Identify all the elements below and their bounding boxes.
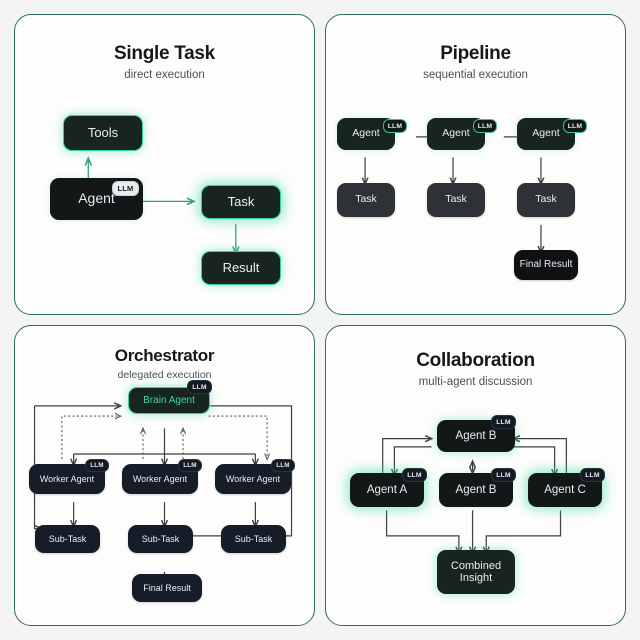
collaboration-subtitle: multi-agent discussion (418, 376, 533, 388)
pipeline-agent-2-label: Agent (442, 127, 470, 140)
card-single-task: Single Task direct execution Tools (14, 14, 315, 315)
pipeline-subtitle: sequential execution (423, 69, 528, 81)
llm-badge-agent: LLM (112, 181, 139, 196)
llm-badge-brain-agent-label: LLM (192, 383, 207, 391)
pipeline-task-2[interactable]: Task (427, 183, 485, 217)
llm-badge-worker-2: LLM (178, 459, 202, 472)
collab-agent-b-label: Agent B (455, 483, 497, 496)
pipeline-task-2-label: Task (445, 193, 467, 206)
orchestrator-subtitle: delegated execution (117, 369, 212, 381)
llm-badge-collab-agent-b: LLM (491, 468, 516, 482)
pipeline-title: Pipeline (440, 43, 511, 64)
llm-badge-worker-2-label: LLM (183, 462, 197, 469)
llm-badge-worker-3: LLM (271, 459, 295, 472)
collaboration-wires (382, 326, 567, 625)
llm-badge-worker-1: LLM (85, 459, 109, 472)
pipeline-final-result[interactable]: Final Result (514, 250, 578, 280)
combined-insight-label: Combined Insight (450, 559, 502, 584)
llm-badge-collab-agent-a: LLM (402, 468, 427, 482)
node-task-label: Task (227, 193, 255, 209)
collaboration-title: Collaboration (416, 350, 535, 371)
card-orchestrator: Orchestrator delegated execution (14, 325, 315, 626)
pipeline-task-1-label: Task (355, 193, 377, 206)
pipeline-agent-1-label: Agent (352, 127, 380, 140)
pipeline-wires (326, 15, 625, 314)
card-pipeline: Pipeline sequential execution Agent LLM (325, 14, 626, 315)
node-result-label: Result (222, 259, 260, 275)
sub-task-2-label: Sub-Task (141, 533, 180, 544)
collab-agent-a-label: Agent A (366, 483, 408, 496)
sub-task-1[interactable]: Sub-Task (35, 525, 100, 553)
llm-badge-pipeline-agent-3-label: LLM (567, 122, 583, 130)
pipeline-task-3-label: Task (535, 193, 557, 206)
llm-badge-worker-1-label: LLM (90, 462, 104, 469)
collab-agent-c-label: Agent C (544, 483, 586, 496)
orchestrator-final-result-label: Final Result (143, 582, 191, 593)
llm-badge-agent-label: LLM (117, 184, 134, 193)
node-result[interactable]: Result (201, 251, 281, 285)
worker-agent-2-label: Worker Agent (132, 473, 188, 484)
llm-badge-brain-agent: LLM (187, 380, 212, 394)
llm-badge-worker-3-label: LLM (276, 462, 290, 469)
sub-task-1-label: Sub-Task (48, 533, 87, 544)
node-tools-label: Tools (87, 124, 119, 140)
sub-task-2[interactable]: Sub-Task (128, 525, 193, 553)
sub-task-3[interactable]: Sub-Task (221, 525, 286, 553)
orchestrator-title: Orchestrator (114, 346, 215, 365)
node-brain-agent-label: Brain Agent (143, 394, 195, 406)
llm-badge-pipeline-agent-2: LLM (473, 119, 497, 133)
card-collaboration: Collaboration multi-agent discussion (325, 325, 626, 626)
combined-insight[interactable]: Combined Insight (437, 550, 515, 594)
llm-badge-collab-hub-label: LLM (496, 418, 511, 426)
llm-badge-collab-agent-a-label: LLM (407, 471, 422, 479)
pipeline-agent-3-label: Agent (532, 127, 560, 140)
llm-badge-collab-hub: LLM (491, 415, 516, 429)
pipeline-final-result-label: Final Result (519, 259, 573, 271)
llm-badge-pipeline-agent-1-label: LLM (387, 122, 403, 130)
sub-task-3-label: Sub-Task (234, 533, 273, 544)
collab-hub-agent-label: Agent B (455, 429, 497, 442)
worker-agent-1[interactable]: Worker Agent (29, 464, 105, 494)
orchestrator-final-result[interactable]: Final Result (132, 574, 202, 602)
single-task-title: Single Task (114, 43, 215, 64)
llm-badge-collab-agent-c: LLM (580, 468, 605, 482)
single-task-subtitle: direct execution (124, 69, 205, 81)
llm-badge-collab-agent-c-label: LLM (585, 471, 600, 479)
llm-badge-pipeline-agent-3: LLM (563, 119, 587, 133)
node-task[interactable]: Task (201, 185, 281, 219)
llm-badge-pipeline-agent-2-label: LLM (477, 122, 493, 130)
node-agent-label: Agent (78, 190, 115, 207)
llm-badge-pipeline-agent-1: LLM (383, 119, 407, 133)
llm-badge-collab-agent-b-label: LLM (496, 471, 511, 479)
worker-agent-3-label: Worker Agent (225, 473, 281, 484)
pipeline-task-3[interactable]: Task (517, 183, 575, 217)
worker-agent-1-label: Worker Agent (39, 473, 95, 484)
node-tools[interactable]: Tools (63, 115, 143, 151)
pipeline-task-1[interactable]: Task (337, 183, 395, 217)
